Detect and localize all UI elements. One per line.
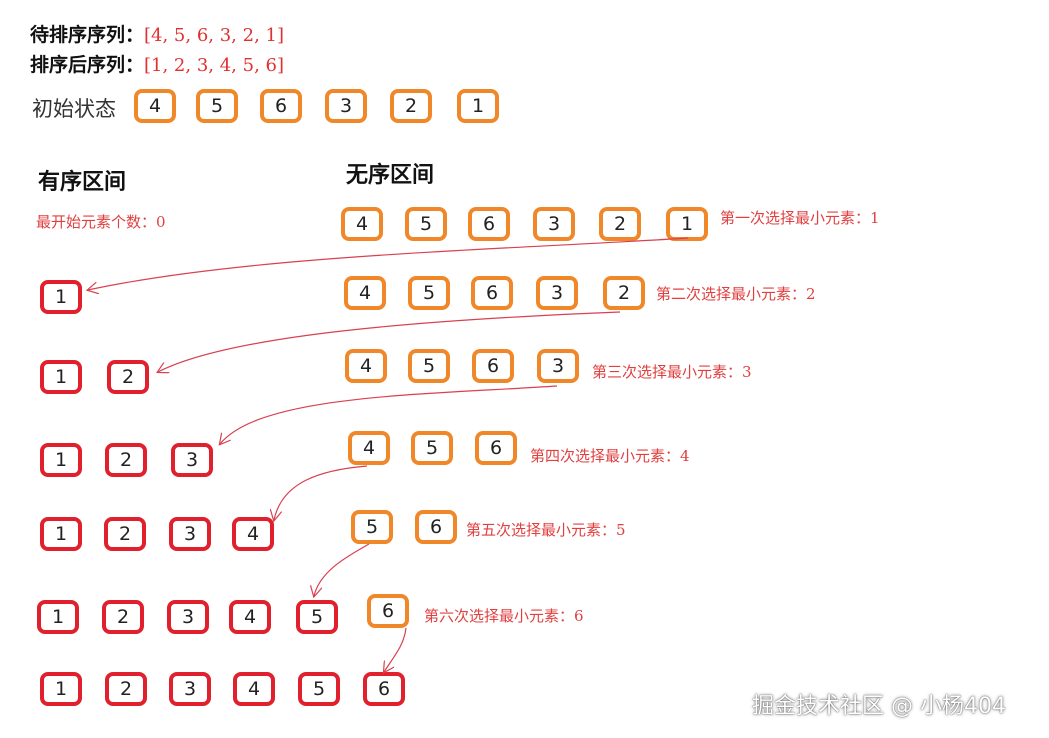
sorted-box: 1 [40,443,82,477]
unsorted-section-title: 无序区间 [346,163,435,188]
unsorted-box: 1 [666,207,708,241]
sorted-box: 5 [298,672,340,706]
step-note: 第一次选择最小元素：1 [720,209,880,227]
step-note: 第六次选择最小元素：6 [424,607,584,625]
sorted-box: 5 [296,600,338,634]
sorted-box: 2 [105,672,147,706]
unsorted-box: 5 [408,349,450,383]
unsorted-box: 5 [408,276,450,310]
unsorted-box: 4 [344,276,386,310]
sorted-box: 1 [40,517,82,551]
unsorted-sequence-value: [4, 5, 6, 3, 2, 1] [144,25,284,46]
unsorted-box: 4 [348,431,390,465]
unsorted-box: 6 [471,276,513,310]
sorted-sequence-label: 排序后序列： [30,54,145,76]
initial-box: 5 [196,89,238,123]
unsorted-box: 2 [603,276,645,310]
sorted-box: 1 [40,360,82,394]
sorted-box: 3 [167,600,209,634]
step-note: 第二次选择最小元素：2 [656,285,816,303]
unsorted-box: 3 [536,276,578,310]
unsorted-box: 3 [537,349,579,383]
unsorted-box: 4 [345,349,387,383]
initial-box: 6 [260,89,302,123]
sorted-box: 2 [107,360,149,394]
unsorted-box: 4 [341,207,383,241]
unsorted-box: 6 [468,207,510,241]
sorted-box: 2 [105,443,147,477]
watermark: 掘金技术社区 @ 小杨404 [752,694,1006,719]
unsorted-sequence-line: 待排序序列：[4, 5, 6, 3, 2, 1] [30,20,284,47]
sorted-box: 1 [40,672,82,706]
unsorted-box: 5 [351,510,393,544]
sorted-section-title: 有序区间 [38,170,127,195]
sorted-box: 2 [104,517,146,551]
sorted-box: 3 [169,517,211,551]
initial-box: 2 [390,89,432,123]
unsorted-box: 6 [475,431,517,465]
sorted-sequence-value: [1, 2, 3, 4, 5, 6] [144,55,284,76]
sorted-box: 4 [232,517,274,551]
sorted-box: 4 [233,672,275,706]
step-note: 第五次选择最小元素：5 [466,521,626,539]
unsorted-box: 6 [367,594,409,628]
selection-arrow [220,385,558,444]
sorted-box: 1 [40,280,82,314]
initial-box: 4 [134,89,176,123]
selection-arrow [274,465,368,520]
unsorted-box: 6 [472,349,514,383]
step-note: 第三次选择最小元素：3 [592,363,752,381]
sorted-box: 3 [171,443,213,477]
sorted-box: 6 [363,672,405,706]
selection-arrow [384,627,407,672]
unsorted-box: 5 [411,431,453,465]
unsorted-box: 5 [405,207,447,241]
sorted-sequence-line: 排序后序列：[1, 2, 3, 4, 5, 6] [30,50,284,77]
sorted-start-note: 最开始元素个数：0 [36,213,166,231]
selection-arrow [314,543,370,596]
sorted-box: 3 [169,672,211,706]
sorted-box: 1 [37,600,79,634]
unsorted-box: 3 [533,207,575,241]
unsorted-sequence-label: 待排序序列： [30,24,145,46]
initial-state-label: 初始状态 [32,97,116,121]
initial-box: 1 [457,89,499,123]
initial-box: 3 [325,89,367,123]
unsorted-box: 6 [415,510,457,544]
sorted-box: 4 [229,600,271,634]
selection-arrow [88,237,689,290]
unsorted-box: 2 [599,207,641,241]
selection-arrow [158,311,621,372]
sorted-box: 2 [102,600,144,634]
step-note: 第四次选择最小元素：4 [530,447,690,465]
